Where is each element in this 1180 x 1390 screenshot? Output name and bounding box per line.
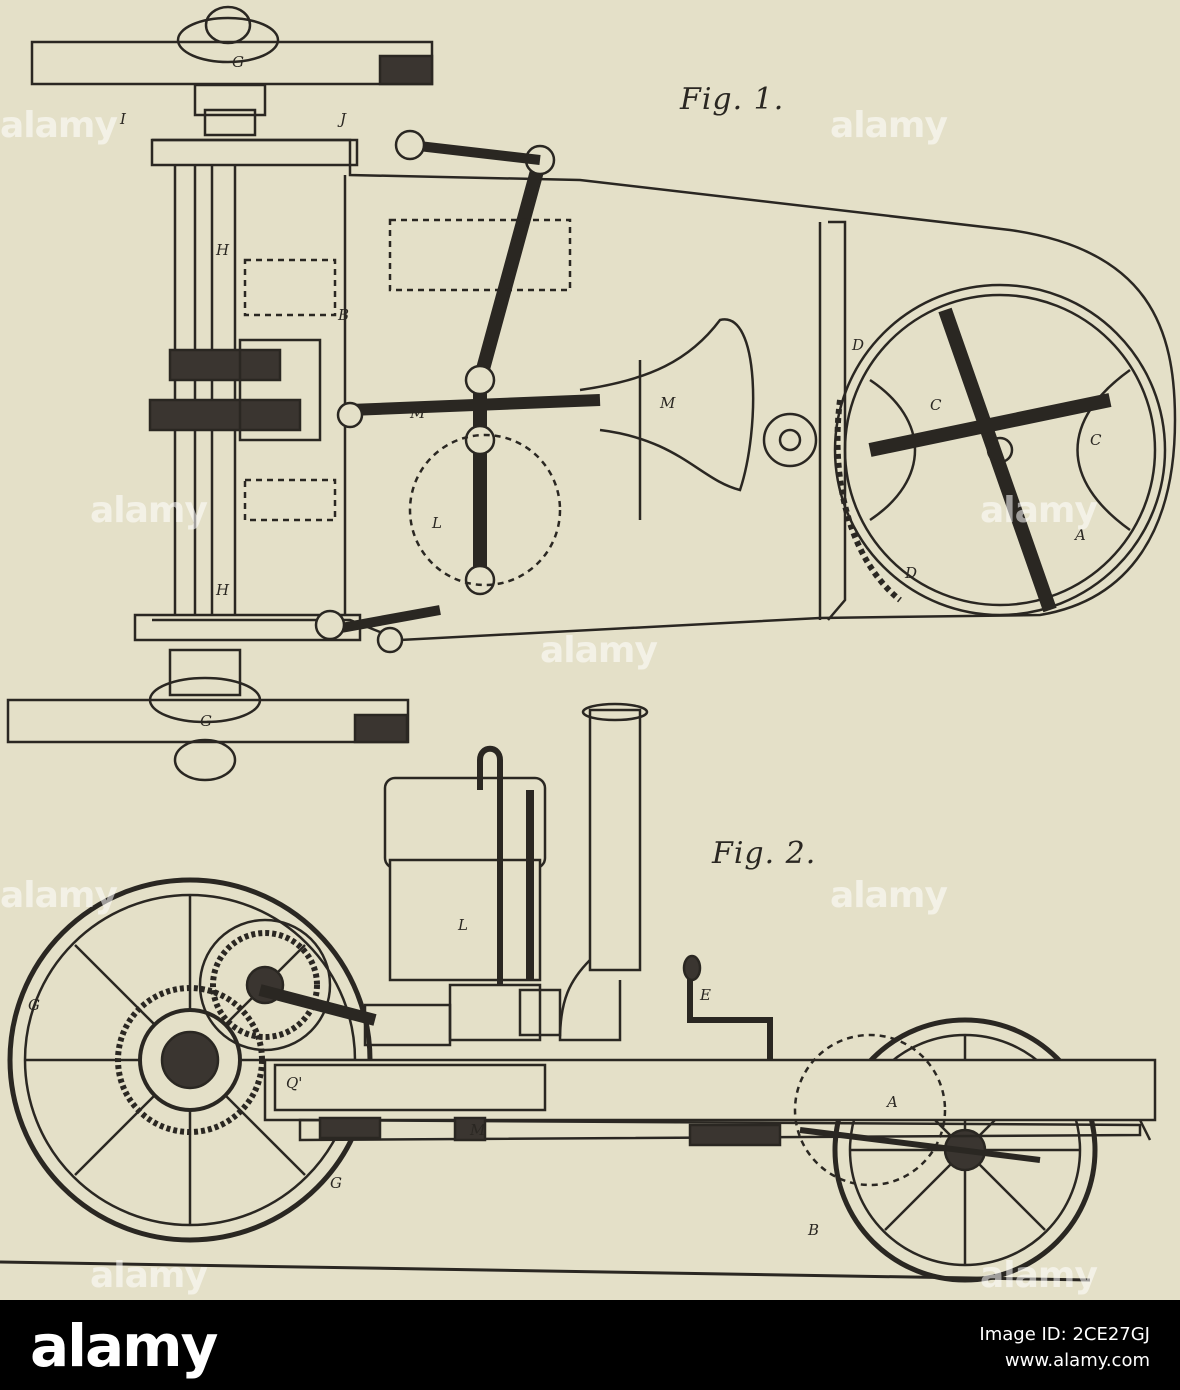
watermark: alamy bbox=[980, 490, 1097, 531]
figure-2-label: Fig. 2. bbox=[712, 836, 816, 871]
svg-text:B: B bbox=[807, 1221, 819, 1239]
svg-text:D: D bbox=[904, 564, 917, 582]
stock-footer-bar: alamy Image ID: 2CE27GJ www.alamy.com bbox=[0, 1300, 1180, 1390]
svg-text:G: G bbox=[330, 1174, 342, 1192]
svg-text:M: M bbox=[469, 1121, 486, 1139]
patent-plate: G G I J H H B M M L A D D C C L E A Q' G… bbox=[0, 0, 1180, 1300]
watermark: alamy bbox=[540, 630, 657, 671]
watermark: alamy bbox=[0, 875, 117, 916]
svg-text:C: C bbox=[930, 396, 942, 414]
svg-text:A: A bbox=[885, 1093, 898, 1111]
svg-text:G: G bbox=[28, 996, 40, 1014]
figure-1-label: Fig. 1. bbox=[680, 82, 784, 117]
watermark: alamy bbox=[90, 1255, 207, 1296]
footer-meta: Image ID: 2CE27GJ www.alamy.com bbox=[979, 1322, 1150, 1374]
watermark: alamy bbox=[90, 490, 207, 531]
svg-text:L: L bbox=[431, 514, 442, 532]
image-id: Image ID: 2CE27GJ bbox=[979, 1322, 1150, 1348]
fig2-side-view bbox=[0, 704, 1155, 1280]
svg-text:M: M bbox=[409, 404, 426, 422]
svg-text:E: E bbox=[699, 986, 711, 1004]
watermark: alamy bbox=[830, 105, 947, 146]
site-url[interactable]: www.alamy.com bbox=[979, 1348, 1150, 1374]
watermark: alamy bbox=[0, 105, 117, 146]
watermark: alamy bbox=[830, 875, 947, 916]
svg-text:G: G bbox=[200, 712, 212, 730]
svg-text:D: D bbox=[851, 336, 864, 354]
svg-text:Q': Q' bbox=[286, 1074, 302, 1092]
svg-text:B: B bbox=[337, 306, 349, 324]
svg-text:H: H bbox=[215, 581, 230, 599]
svg-text:J: J bbox=[337, 110, 347, 128]
svg-text:I: I bbox=[119, 110, 127, 128]
svg-text:H: H bbox=[215, 241, 230, 259]
svg-text:L: L bbox=[457, 916, 468, 934]
svg-text:G: G bbox=[232, 53, 244, 71]
watermark: alamy bbox=[980, 1255, 1097, 1296]
alamy-logo[interactable]: alamy bbox=[30, 1312, 216, 1380]
svg-text:M: M bbox=[659, 394, 676, 412]
svg-text:C: C bbox=[1090, 431, 1102, 449]
